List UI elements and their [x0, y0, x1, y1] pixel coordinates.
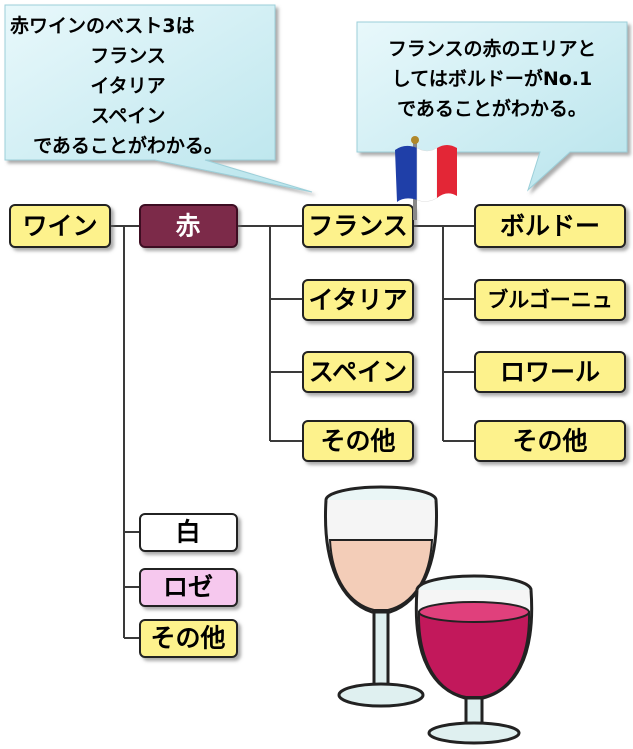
node-france[interactable]: フランス [302, 204, 414, 248]
node-italy-label: イタリア [308, 286, 407, 315]
node-spain[interactable]: スペイン [302, 351, 414, 393]
wine-glasses-icon [323, 485, 534, 745]
french-flag-icon [395, 136, 457, 220]
node-other-region[interactable]: その他 [474, 420, 626, 462]
node-bordeaux[interactable]: ボルドー [474, 204, 626, 248]
node-rose[interactable]: ロゼ [139, 568, 238, 607]
node-red[interactable]: 赤 [139, 204, 238, 248]
node-bourgogne-label: ブルゴーニュ [487, 288, 613, 312]
callout-right-line-2: してはボルドーがNo.1 [392, 67, 592, 90]
node-white[interactable]: 白 [139, 513, 238, 552]
node-loire-label: ロワール [500, 358, 600, 387]
callout-right-line-3: であることがわかる。 [397, 97, 587, 120]
node-wine-label: ワイン [22, 212, 97, 241]
node-italy[interactable]: イタリア [302, 279, 414, 321]
node-bourgogne[interactable]: ブルゴーニュ [474, 279, 626, 321]
callout-left-line-4: スペイン [91, 105, 166, 127]
node-other-type[interactable]: その他 [139, 619, 238, 658]
node-france-label: フランス [308, 212, 408, 241]
node-wine[interactable]: ワイン [9, 204, 111, 248]
rose-wine-glass [323, 485, 439, 708]
callout-right: フランスの赤のエリアと してはボルドーがNo.1 であることがわかる。 [356, 21, 628, 192]
node-other-region-label: その他 [512, 427, 587, 456]
node-rose-label: ロゼ [163, 573, 213, 602]
callout-left-line-1: 赤ワインのベスト3は [10, 15, 195, 37]
node-white-label: 白 [175, 518, 200, 547]
connector-lines [110, 225, 475, 639]
callout-left-line-5: であることがわかる。 [33, 134, 223, 157]
node-bordeaux-label: ボルドー [500, 212, 600, 241]
callout-left-line-3: イタリア [90, 75, 165, 97]
callout-left: 赤ワインのベスト3は フランス イタリア スペイン であることがわかる。 [4, 4, 313, 193]
node-red-label: 赤 [175, 212, 200, 241]
callout-left-line-2: フランス [90, 45, 166, 67]
node-spain-label: スペイン [309, 358, 407, 387]
red-wine-glass [414, 574, 534, 745]
callout-right-line-1: フランスの赤のエリアと [388, 38, 596, 60]
node-loire[interactable]: ロワール [474, 351, 626, 393]
node-other-country[interactable]: その他 [302, 420, 414, 462]
node-other-type-label: その他 [150, 624, 225, 653]
node-other-country-label: その他 [320, 427, 395, 456]
